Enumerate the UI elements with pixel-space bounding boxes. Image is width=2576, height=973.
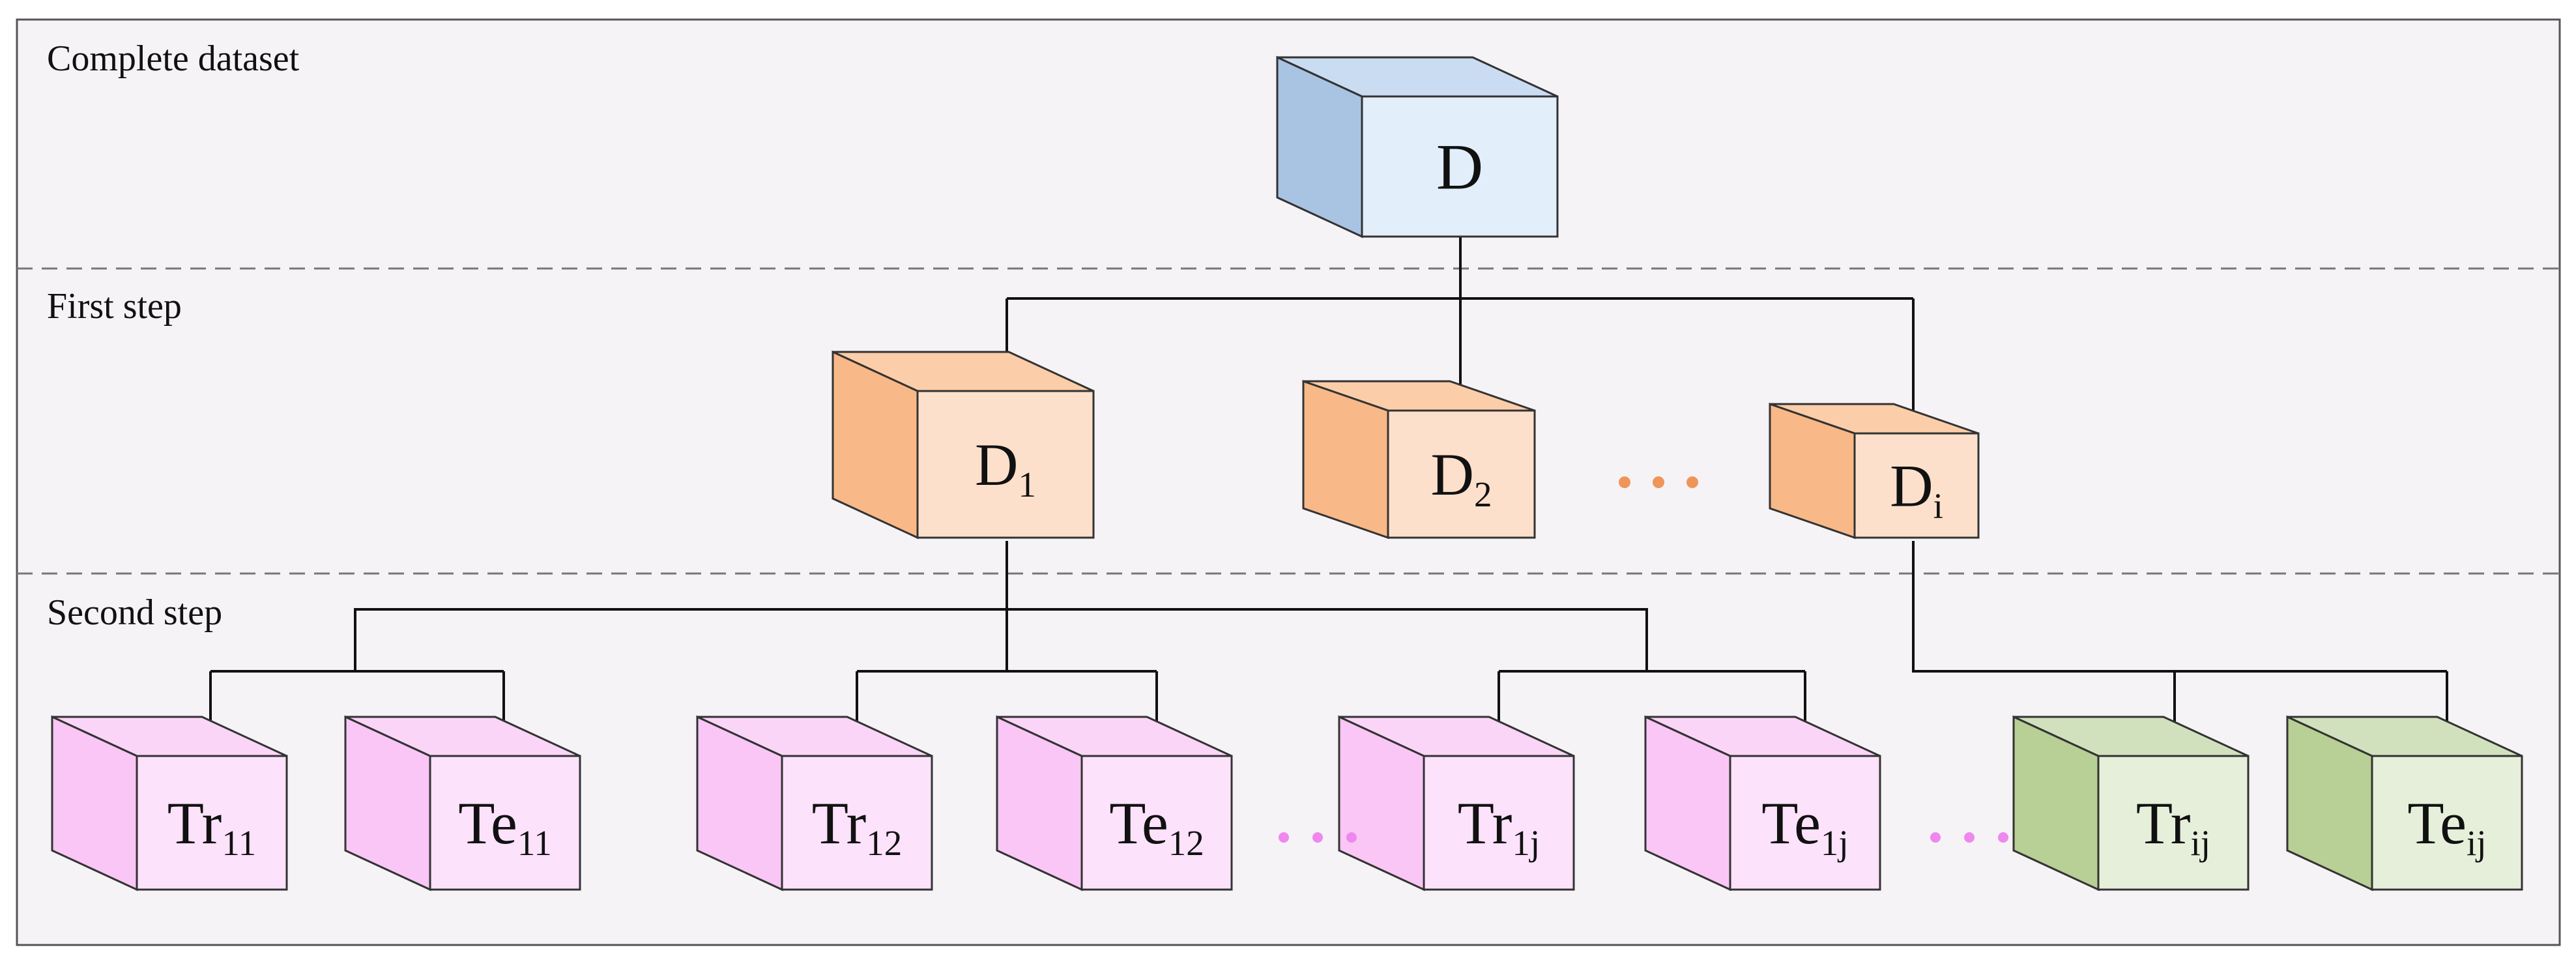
cube-d1-label: D1 xyxy=(975,431,1036,504)
cube-tr12-label-sub: 12 xyxy=(866,823,902,863)
cube-tr12-label: Tr12 xyxy=(812,790,903,863)
cube-di: Di xyxy=(1769,402,1980,540)
cube-d2-front-face xyxy=(1387,409,1536,539)
ellipsis-first-step-dot-3 xyxy=(1686,476,1698,488)
cube-tr11-label-main: Tr xyxy=(167,790,222,856)
cube-te1j-label-main: Te xyxy=(1761,790,1821,856)
section-label-complete: Complete dataset xyxy=(47,38,300,79)
cube-teij: Teij xyxy=(2286,715,2523,892)
cube-root: D xyxy=(1276,55,1559,239)
cube-tr1j-label: Tr1j xyxy=(1458,790,1540,863)
cube-tr12-label-main: Tr xyxy=(812,790,867,856)
ellipsis-second-step-2-dot-3 xyxy=(1998,832,2008,843)
section-label-first: First step xyxy=(47,286,182,327)
cube-te12-label-main: Te xyxy=(1109,790,1168,856)
cube-teij-label-sub: ij xyxy=(2467,823,2487,863)
cube-te12-front-face xyxy=(1080,755,1233,891)
ellipsis-second-step-2-dot-1 xyxy=(1930,832,1941,843)
ellipsis-second-step-1 xyxy=(1279,832,1357,843)
cube-tr11: Tr11 xyxy=(51,715,288,892)
cube-tr1j-front-face xyxy=(1423,755,1575,891)
cube-tr11-label: Tr11 xyxy=(167,790,257,863)
cube-d1-label-sub: 1 xyxy=(1018,465,1036,504)
cube-di-front-face xyxy=(1853,432,1980,539)
cube-d1-front-face xyxy=(916,390,1095,539)
cube-te11-label: Te11 xyxy=(458,790,552,863)
connectors-first-step xyxy=(1004,236,1917,428)
cube-d2-label-main: D xyxy=(1431,441,1474,508)
cube-tr11-front-face xyxy=(136,755,288,891)
cube-te12: Te12 xyxy=(996,715,1233,892)
cube-teij-front-face xyxy=(2371,755,2523,891)
cube-root-label: D xyxy=(1436,131,1483,203)
cube-trij: Trij xyxy=(2012,715,2250,892)
ellipsis-second-step-2 xyxy=(1930,832,2008,843)
cube-d1-label-main: D xyxy=(975,431,1018,498)
cube-di-label: Di xyxy=(1890,452,1943,525)
connector-d1-bus xyxy=(354,608,1648,671)
ellipsis-first-step-dot-1 xyxy=(1619,476,1630,488)
cube-tr1j-label-sub: 1j xyxy=(1512,823,1540,863)
ellipsis-layer xyxy=(1279,476,2008,843)
cube-te11: Te11 xyxy=(344,715,581,892)
ellipsis-second-step-1-dot-3 xyxy=(1346,832,1357,843)
section-label-second: Second step xyxy=(47,592,222,633)
connectors-d1 xyxy=(207,541,1808,750)
ellipsis-first-step-dot-2 xyxy=(1653,476,1664,488)
cube-te11-label-main: Te xyxy=(458,790,517,856)
cube-d2-label: D2 xyxy=(1431,441,1492,514)
cube-tr1j: Tr1j xyxy=(1338,715,1575,892)
cube-tr1j-label-main: Tr xyxy=(1458,790,1512,856)
cube-tr12: Tr12 xyxy=(696,715,933,892)
cube-di-label-main: D xyxy=(1890,452,1933,519)
ellipsis-second-step-1-dot-1 xyxy=(1279,832,1289,843)
cube-root-front-face xyxy=(1361,95,1559,238)
cube-tr11-label-sub: 11 xyxy=(222,823,256,863)
cube-d1: D1 xyxy=(832,350,1095,540)
cube-tr12-front-face xyxy=(781,755,933,891)
cube-te12-label-sub: 12 xyxy=(1168,823,1204,863)
cube-teij-label-main: Te xyxy=(2407,790,2467,856)
cube-te11-front-face xyxy=(429,755,581,891)
ellipsis-second-step-2-dot-2 xyxy=(1964,832,1975,843)
cube-trij-label: Trij xyxy=(2136,790,2210,863)
cube-te1j-front-face xyxy=(1729,755,1881,891)
cube-te12-label: Te12 xyxy=(1109,790,1204,863)
cube-teij-label: Teij xyxy=(2407,790,2486,863)
cube-root-label-main: D xyxy=(1436,131,1483,203)
cube-trij-label-sub: ij xyxy=(2191,823,2211,863)
ellipsis-second-step-1-dot-2 xyxy=(1312,832,1323,843)
cube-te1j-label: Te1j xyxy=(1761,790,1848,863)
cube-d2-label-sub: 2 xyxy=(1474,474,1492,514)
cube-trij-front-face xyxy=(2097,755,2250,891)
ellipsis-first-step xyxy=(1619,476,1698,488)
cube-d2: D2 xyxy=(1302,379,1536,540)
cube-trij-label-main: Tr xyxy=(2136,790,2191,856)
connector-di-bus xyxy=(1912,541,2447,673)
cube-te1j-label-sub: 1j xyxy=(1821,823,1849,863)
cube-te1j: Te1j xyxy=(1644,715,1881,892)
cube-di-label-sub: i xyxy=(1933,486,1943,525)
cube-te11-label-sub: 11 xyxy=(517,823,552,863)
